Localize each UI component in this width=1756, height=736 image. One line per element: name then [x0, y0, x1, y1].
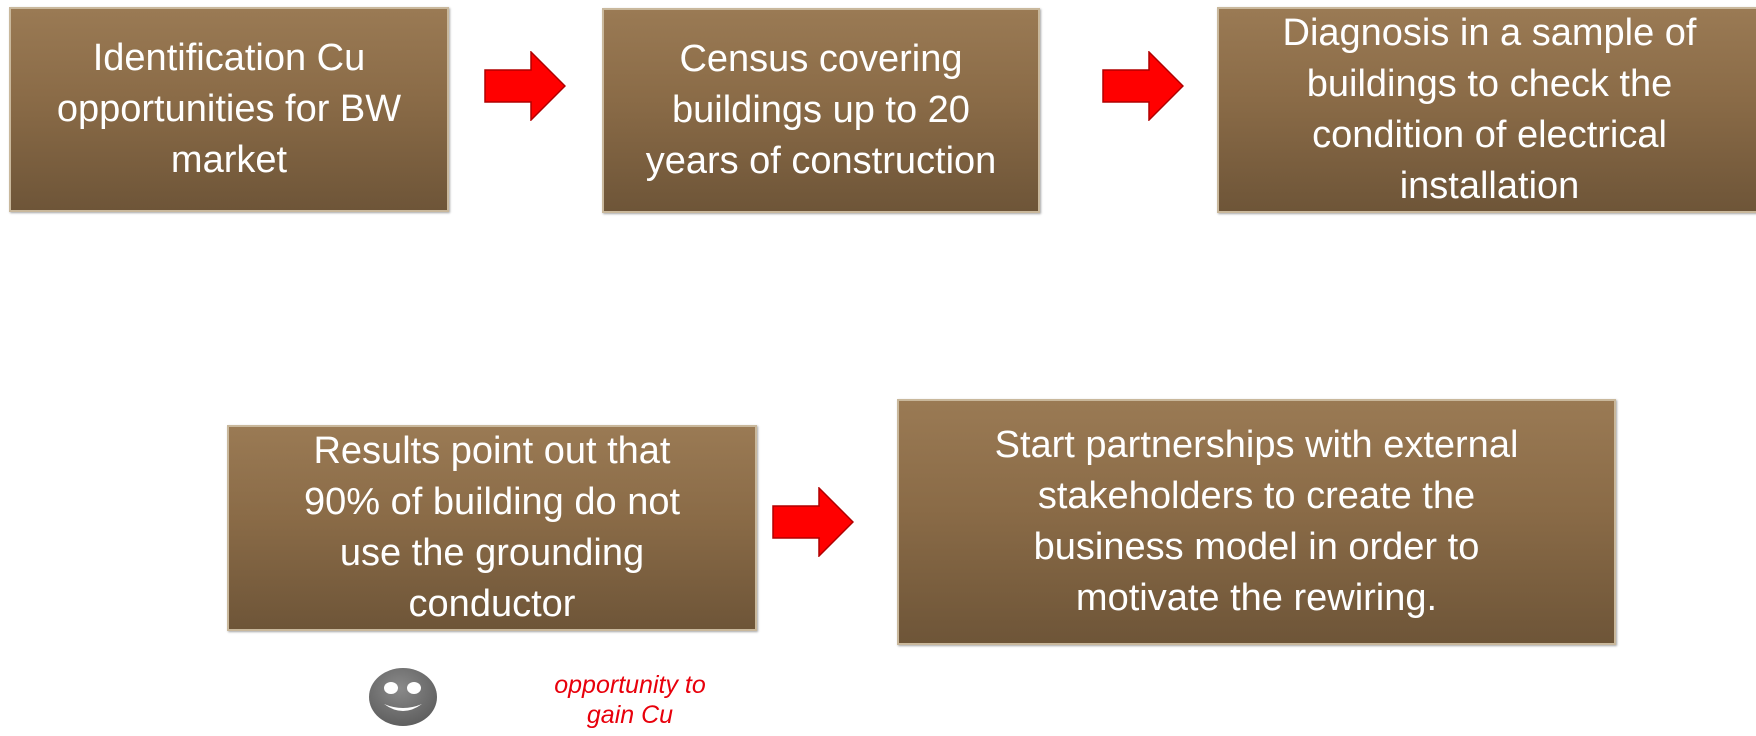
step-partnerships-text: Start partnerships with external stakeho…: [994, 424, 1519, 619]
arrow-right-icon: [772, 487, 854, 557]
opportunity-note: opportunity to gain Cu: [554, 671, 706, 729]
step-identification-box: Identification Cu opportunities for BW m…: [9, 7, 449, 212]
step-results-box: Results point out that 90% of building d…: [227, 425, 757, 631]
step-census-text: Census covering buildings up to 20 years…: [645, 38, 997, 182]
step-diagnosis-text: Diagnosis in a sample of buildings to ch…: [1282, 12, 1697, 207]
step-identification-text: Identification Cu opportunities for BW m…: [56, 37, 402, 181]
step-census-box: Census covering buildings up to 20 years…: [602, 8, 1040, 213]
smiley-face-icon: [369, 668, 437, 726]
arrow-right-icon: [484, 51, 566, 121]
arrow-right-icon: [1102, 51, 1184, 121]
step-partnerships-box: Start partnerships with external stakeho…: [897, 399, 1616, 645]
step-results-text: Results point out that 90% of building d…: [303, 430, 681, 625]
step-diagnosis-box: Diagnosis in a sample of buildings to ch…: [1217, 7, 1756, 213]
